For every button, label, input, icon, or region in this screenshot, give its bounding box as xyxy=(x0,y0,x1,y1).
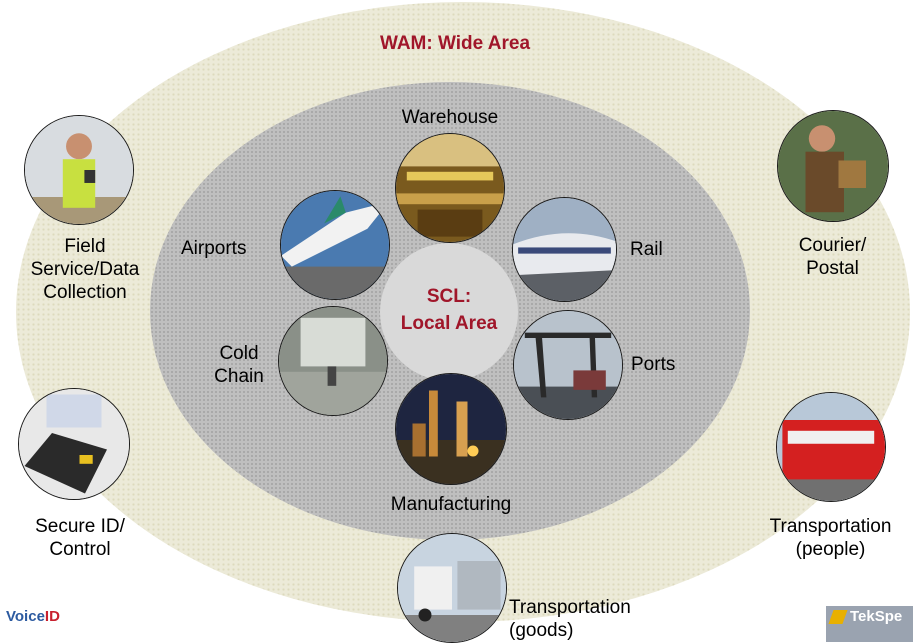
tekspeed-logo-text: TekSpe xyxy=(850,608,903,625)
passenger-train-photo xyxy=(776,392,886,502)
warehouse-photo xyxy=(395,133,505,243)
train-photo xyxy=(512,197,617,302)
voiceid-logo-accent: ID xyxy=(44,608,60,625)
id-scanner-photo xyxy=(18,388,130,500)
truck-photo xyxy=(397,533,507,643)
manufacturing-label: Manufacturing xyxy=(390,494,512,515)
ports-label: Ports xyxy=(631,354,676,375)
voiceid-logo: VoiceID xyxy=(6,608,60,625)
center-label: SCL: Local Area xyxy=(400,286,498,334)
airports-label: Airports xyxy=(181,238,247,259)
courier-photo xyxy=(777,110,889,222)
diagram-title: WAM: Wide Area xyxy=(379,33,531,54)
courier-postal-label: Courier/ Postal xyxy=(798,235,867,279)
factory-photo xyxy=(395,373,507,485)
tekspeed-logo: TekSpe xyxy=(826,606,913,642)
secure-id-label: Secure ID/ Control xyxy=(35,516,125,560)
center-circle xyxy=(380,243,518,381)
rail-label: Rail xyxy=(630,239,663,260)
cold-storage-photo xyxy=(278,306,388,416)
transportation-goods-label: Transportation (goods) xyxy=(509,597,631,641)
voiceid-logo-text: Voice xyxy=(6,608,45,625)
field-worker-photo xyxy=(24,115,134,225)
airplane-photo xyxy=(280,190,390,300)
field-service-label: Field Service/Data Collection xyxy=(30,236,140,303)
warehouse-label: Warehouse xyxy=(401,107,499,128)
transportation-people-label: Transportation (people) xyxy=(769,516,892,560)
cold-chain-label: Cold Chain xyxy=(214,343,264,387)
port-crane-photo xyxy=(513,310,623,420)
